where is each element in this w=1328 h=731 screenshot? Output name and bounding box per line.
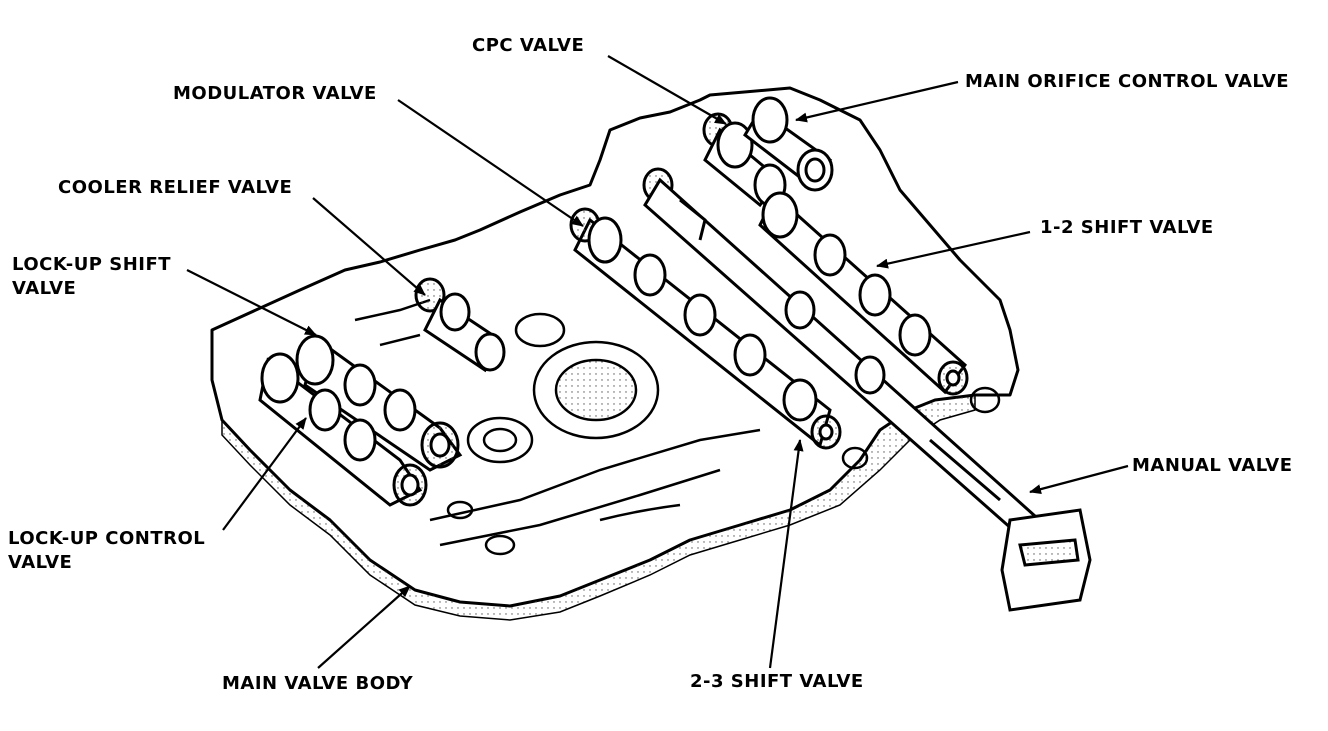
label-lockup-shift-valve-line2: VALVE [12,278,77,299]
label-lockup-control-valve-line2: VALVE [8,552,73,573]
label-manual-valve: MANUAL VALVE [1132,455,1293,476]
leader-lines [186,55,1129,669]
label-main-valve-body: MAIN VALVE BODY [222,673,414,694]
shift-1-2-valve-shape [758,191,969,396]
leader-lockup-shift-valve [186,269,317,336]
leader-2-3-shift-valve [768,439,804,669]
leader-lockup-control-valve [222,417,307,531]
lockup-control-valve-shape [258,352,428,507]
cooler-relief-valve-shape [414,277,506,373]
label-lockup-shift-valve-line1: LOCK-UP SHIFT [12,254,172,275]
label-2-3-shift-valve: 2-3 SHIFT VALVE [690,671,864,692]
label-lockup-control-valve-line1: LOCK-UP CONTROL [8,528,206,549]
leader-modulator-valve [397,99,584,227]
leader-main-valve-body [317,585,411,669]
label-cpc-valve: CPC VALVE [472,35,585,56]
lockup-shift-valve-shape [295,334,463,472]
leader-manual-valve [1029,464,1129,495]
main-orifice-control-valve-shape [743,96,834,192]
leader-cpc-valve [607,55,727,125]
manual-valve-shape [642,167,1092,612]
leader-main-orifice-control-valve [795,80,959,123]
label-modulator-valve: MODULATOR VALVE [173,83,377,104]
label-1-2-shift-valve: 1-2 SHIFT VALVE [1040,217,1214,238]
label-main-orifice-control-valve: MAIN ORIFICE CONTROL VALVE [965,71,1290,92]
leader-1-2-shift-valve [876,230,1031,269]
leader-cooler-relief-valve [312,197,426,296]
label-cooler-relief-valve: COOLER RELIEF VALVE [58,177,293,198]
body-interior-features [354,298,1001,556]
